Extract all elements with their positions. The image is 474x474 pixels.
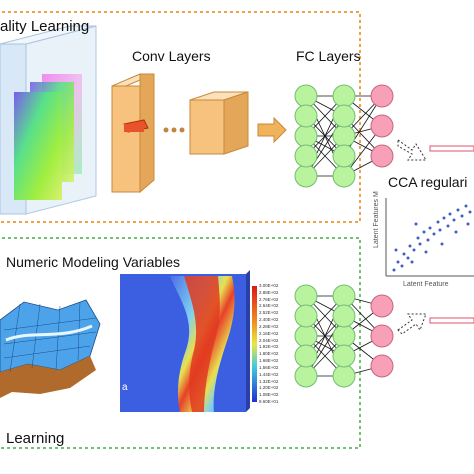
bottom-section-border [0,237,361,449]
top-section-title: ality Learning [0,18,90,35]
scatter-ylabel: Latent Features M [373,191,380,248]
terrain-mesh [0,299,101,398]
bottom-section-footer: Learning [6,430,65,447]
scatter-xlabel: Latent Feature [403,281,449,288]
colorbar-tick-label: 2.04E+02 [259,337,279,343]
colorbar-tick-label: 1.44E+02 [259,371,279,377]
bottom-fc-network [294,284,394,388]
conv-block-2 [189,91,249,155]
colorbar-tick-label: 1.08E+02 [259,392,279,398]
colorbar-tick-label: 2.28E+02 [259,323,279,329]
top-to-cca-arrow [397,139,474,161]
colorbar-tick-label: 2.88E+02 [259,289,279,295]
colorbar-tick-label: 2.76E+02 [259,296,279,302]
top-section-border [0,11,361,223]
colorbar-tick-label: 2.52E+02 [259,310,279,316]
colorbar-tick-label: 1.32E+02 [259,378,279,384]
conv-block-1 [111,73,155,194]
colorbar-tick-label: 1.56E+02 [259,364,279,370]
colorbar-tick-label: 2.64E+02 [259,303,279,309]
colorbar-tick-label: 3.00E+02 [259,283,279,288]
bottom-section-title: Numeric Modeling Variables [6,254,181,270]
conv-dots [163,127,185,133]
fc-layers-label: FC Layers [296,48,361,64]
bottom-to-cca-arrow [397,313,474,335]
cca-label: CCA regulari [388,174,468,190]
cca-scatter-plot [385,198,474,277]
conv-to-fc-arrow [257,116,287,144]
colorbar-tick-label: 1.92E+02 [259,344,279,350]
colorbar-tick-label: 1.80E+02 [259,351,279,357]
simulation-panel [120,270,257,412]
colorbar-tick-label: 9.60E+01 [259,399,279,404]
colorbar-tick-label: 2.40E+02 [259,317,279,323]
image-stack [0,25,97,215]
panel-letter: a [122,382,128,393]
colorbar-tick-label: 2.16E+02 [259,330,279,336]
top-fc-network [294,84,394,188]
conv-layers-label: Conv Layers [132,48,211,64]
colorbar-tick-label: 1.68E+02 [259,358,279,364]
colorbar-tick-label: 1.20E+02 [259,385,279,391]
